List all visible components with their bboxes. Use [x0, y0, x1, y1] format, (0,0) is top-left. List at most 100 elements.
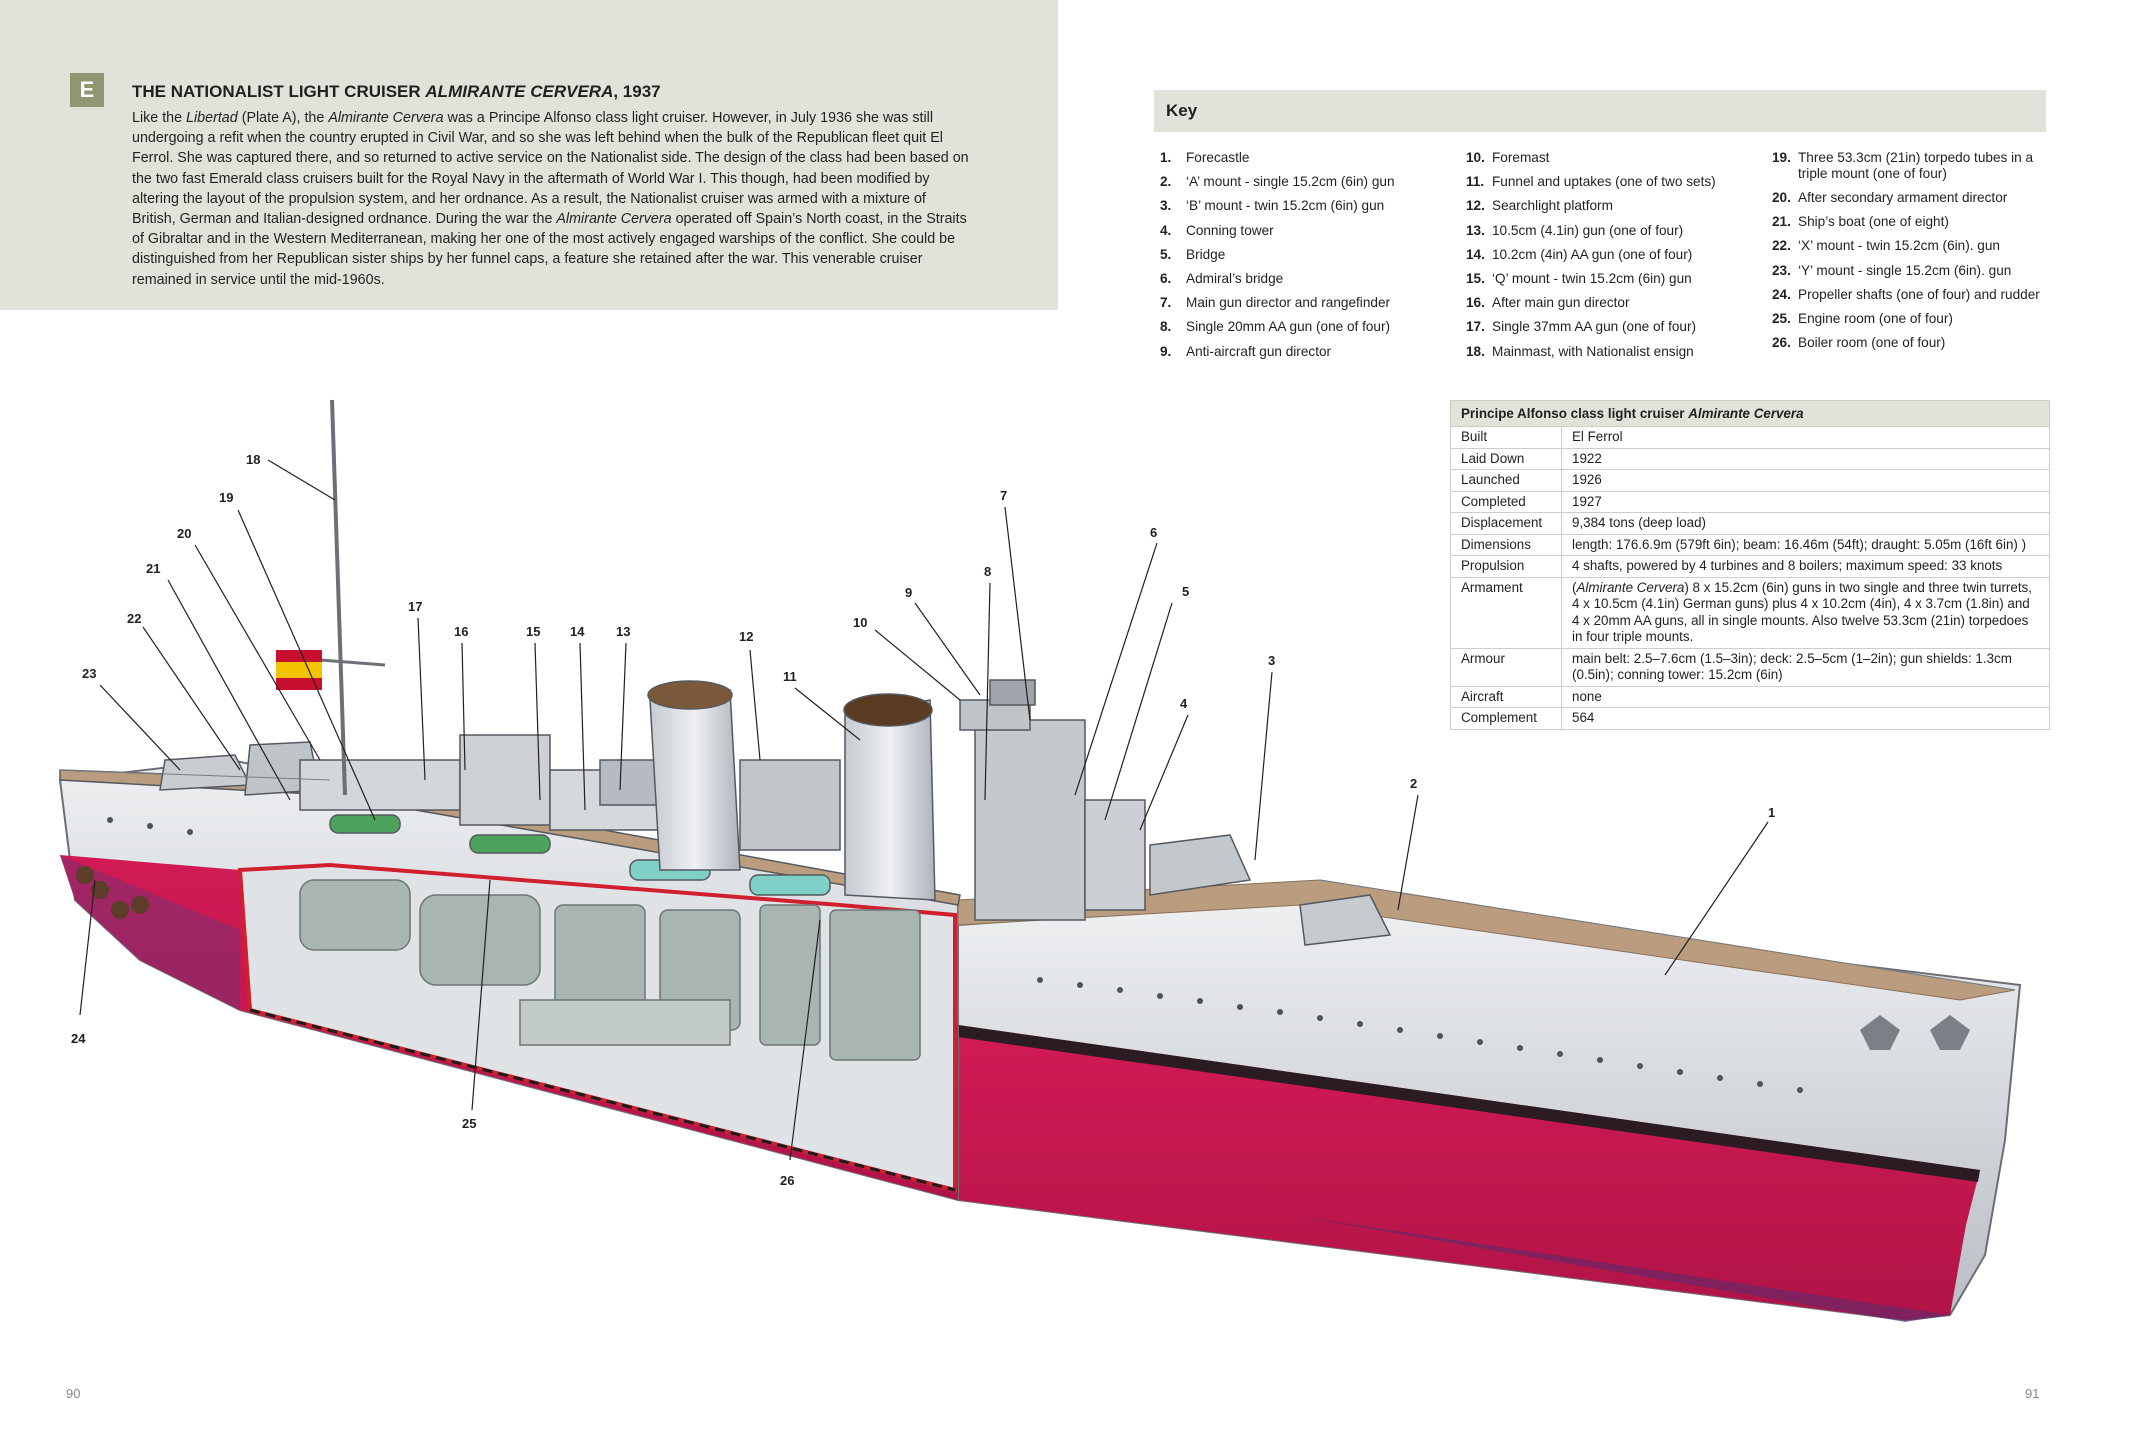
key-item-label: ‘Y’ mount - single 15.2cm (6in). gun — [1798, 262, 2012, 278]
cutaway-interior — [237, 862, 957, 1193]
key-item-label: ‘X’ mount - twin 15.2cm (6in). gun — [1798, 238, 2000, 254]
plate-title: THE NATIONALIST LIGHT CRUISER ALMIRANTE … — [132, 82, 661, 102]
intro-panel — [0, 0, 1058, 310]
key-item-label: Searchlight platform — [1492, 198, 1613, 214]
plate-body-run: Like the — [132, 110, 187, 126]
key-item: 17. Single 37mm AA gun (one of four) — [1466, 315, 1756, 339]
callout-6: 6 — [1150, 525, 1157, 540]
key-item: 9. Anti-aircraft gun director — [1160, 340, 1450, 364]
specifications-table: Principe Alfonso class light cruiser Alm… — [1450, 400, 2050, 730]
key-item: 19.Three 53.3cm (21in) torpedo tubes in … — [1772, 150, 2062, 182]
key-item-label: Single 37mm AA gun (one of four) — [1492, 319, 1697, 335]
spec-label: Laid Down — [1450, 447, 1562, 470]
spec-label: Complement — [1450, 707, 1562, 730]
key-item-label: Engine room (one of four) — [1798, 310, 1953, 326]
key-item-label: Anti-aircraft gun director — [1186, 343, 1332, 359]
spec-value-italic: Almirante Cervera — [1576, 579, 1685, 595]
key-header: Key — [1154, 90, 2046, 132]
specifications-title: Principe Alfonso class light cruiser Alm… — [1450, 400, 2050, 427]
key-item: 1.Forecastle — [1160, 146, 1450, 170]
callout-26: 26 — [780, 1173, 794, 1188]
callout-22: 22 — [127, 611, 141, 626]
plate-title-prefix: THE NATIONALIST LIGHT CRUISER — [132, 82, 426, 101]
callout-9: 9 — [905, 585, 912, 600]
key-item-label: ‘B’ mount - twin 15.2cm (6in) gun — [1186, 198, 1385, 214]
spec-title-prefix: Principe Alfonso class light cruiser — [1461, 406, 1689, 421]
key-title: Key — [1166, 101, 1198, 120]
key-item-number: 22. — [1772, 238, 1791, 254]
key-item-number: 9. — [1160, 343, 1172, 359]
plate-body-run: (Plate A), the — [237, 110, 329, 126]
key-item-label: After secondary armament director — [1798, 190, 2008, 205]
callout-24: 24 — [71, 1031, 86, 1046]
callout-25: 25 — [462, 1116, 476, 1131]
key-item-number: 23. — [1772, 262, 1791, 278]
plate-body-run: operated off Spain’s North coast, in the… — [132, 211, 967, 288]
key-item: 14.10.2cm (4in) AA gun (one of four) — [1466, 243, 1756, 267]
key-item-label: Mainmast, with Nationalist ensign — [1492, 343, 1694, 359]
key-item: 5.Bridge — [1160, 243, 1450, 267]
key-item: 10.Foremast — [1466, 146, 1756, 170]
key-item-number: 4. — [1160, 222, 1172, 238]
plate-letter-badge: E — [70, 73, 104, 107]
key-item-number: 17. — [1466, 319, 1485, 335]
spec-label: Dimensions — [1450, 533, 1562, 556]
key-item-number: 10. — [1466, 150, 1485, 165]
key-item: 21.Ship’s boat (one of eight) — [1772, 210, 2062, 234]
spec-label: Armour — [1450, 647, 1562, 687]
plate-body-run: was a Principe Alfonso class light cruis… — [132, 110, 969, 228]
spec-row: Armament(Almirante Cervera) 8 x 15.2cm (… — [1450, 576, 2050, 649]
key-item: 2.‘A’ mount - single 15.2cm (6in) gun — [1160, 170, 1450, 194]
key-item-label: Admiral’s bridge — [1186, 271, 1284, 287]
key-item-number: 25. — [1772, 310, 1791, 326]
callout-18: 18 — [246, 452, 260, 467]
key-item-number: 18. — [1466, 343, 1485, 359]
key-item-label: Main gun director and rangefinder — [1186, 295, 1391, 311]
key-item-label: Forecastle — [1186, 150, 1250, 165]
callout-19: 19 — [219, 490, 233, 505]
callout-13: 13 — [616, 624, 630, 639]
key-item: 15.‘Q’ mount - twin 15.2cm (6in) gun — [1466, 267, 1756, 291]
key-item-number: 20. — [1772, 190, 1791, 205]
superstructure — [59, 399, 2016, 991]
key-item-number: 14. — [1466, 246, 1485, 262]
spec-value: (Almirante Cervera) 8 x 15.2cm (6in) gun… — [1561, 576, 2050, 649]
callout-8: 8 — [984, 564, 991, 579]
key-item-label: ‘Q’ mount - twin 15.2cm (6in) gun — [1492, 271, 1692, 287]
key-column-3: 19.Three 53.3cm (21in) torpedo tubes in … — [1772, 146, 2062, 355]
callout-15: 15 — [526, 624, 540, 639]
spec-value: length: 176.6.9m (579ft 6in); beam: 16.4… — [1561, 533, 2050, 556]
key-item-number: 26. — [1772, 335, 1791, 351]
spec-value: 564 — [1561, 707, 2050, 730]
key-item: 20. After secondary armament director — [1772, 186, 2062, 210]
callout-4: 4 — [1180, 696, 1188, 711]
callout-leader-lines — [79, 459, 1769, 1161]
key-item-number: 3. — [1160, 198, 1172, 214]
spec-label: Built — [1450, 426, 1562, 449]
page-number-right: 91 — [2025, 1386, 2040, 1401]
key-item-number: 2. — [1160, 174, 1172, 190]
callout-7: 7 — [1000, 488, 1007, 503]
callout-17: 17 — [408, 599, 422, 614]
key-item-number: 11. — [1466, 174, 1485, 190]
spec-label: Displacement — [1450, 512, 1562, 535]
callout-2: 2 — [1410, 776, 1417, 791]
plate-body-run: Almirante Cervera — [328, 110, 444, 126]
key-item: 24.Propeller shafts (one of four) and ru… — [1772, 287, 2062, 303]
key-item: 25. Engine room (one of four) — [1772, 307, 2062, 331]
callout-11: 11 — [783, 669, 797, 684]
plate-title-suffix: , 1937 — [613, 82, 661, 101]
key-item-label: Conning tower — [1186, 222, 1274, 238]
key-item: 26.Boiler room (one of four) — [1772, 331, 2062, 355]
plate-title-ship: ALMIRANTE CERVERA — [425, 82, 614, 101]
key-item: 18. Mainmast, with Nationalist ensign — [1466, 340, 1756, 364]
page-number-left: 90 — [66, 1386, 81, 1401]
callout-16: 16 — [454, 624, 468, 639]
